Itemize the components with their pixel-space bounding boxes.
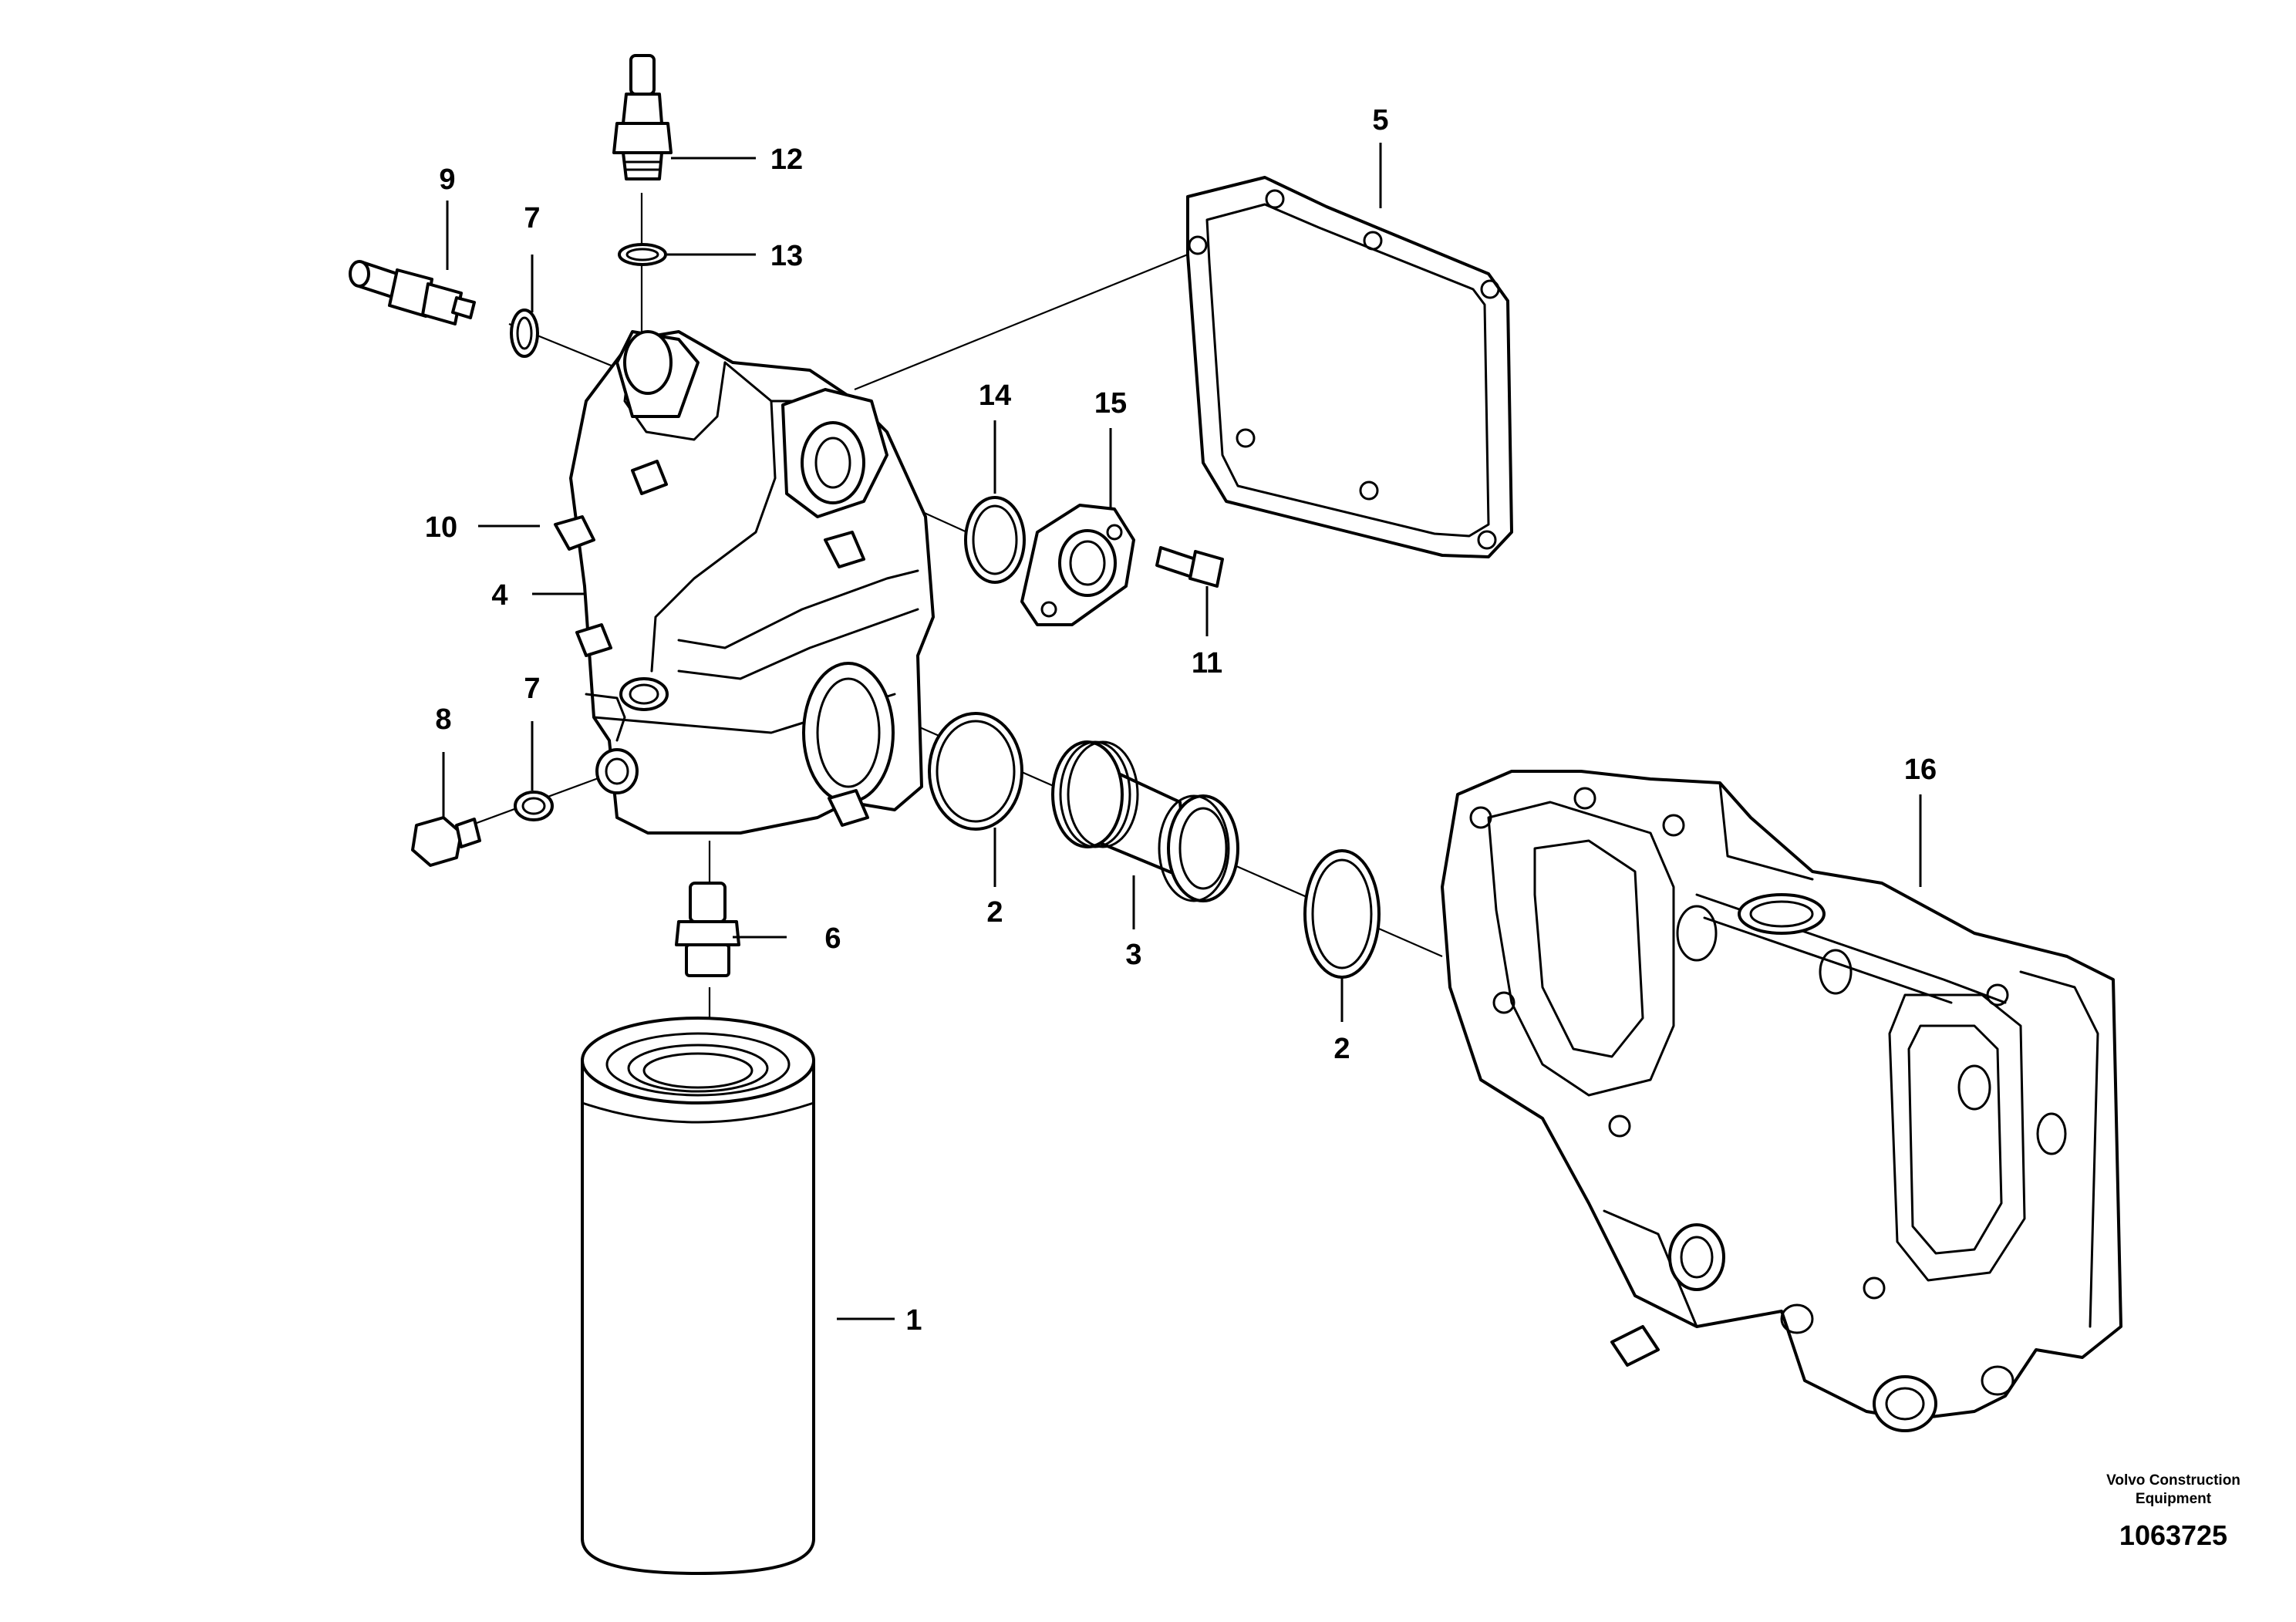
callout-labels: 1 2 2 3 4 5 6 7 7 8 9 10 11 12 13 14 15 … bbox=[425, 104, 1937, 1337]
bolt-part-11 bbox=[1155, 546, 1224, 588]
callout-15: 15 bbox=[1094, 387, 1127, 420]
seal-ring-part-13 bbox=[618, 243, 667, 266]
credit-line-2: Equipment bbox=[2136, 1491, 2212, 1507]
o-ring-part-2b bbox=[1303, 849, 1381, 979]
drawing-number: 1063725 bbox=[2119, 1519, 2227, 1551]
callout-13: 13 bbox=[770, 240, 803, 272]
callout-11: 11 bbox=[1192, 647, 1222, 679]
sensor-part-12 bbox=[612, 54, 673, 180]
filter-housing-part-4 bbox=[554, 330, 935, 835]
callout-2b: 2 bbox=[1333, 1033, 1350, 1065]
o-ring-part-2a bbox=[928, 712, 1023, 831]
flange-part-15 bbox=[1020, 504, 1135, 626]
callout-9: 9 bbox=[439, 164, 455, 196]
callout-8: 8 bbox=[435, 703, 451, 736]
callout-leaders bbox=[442, 143, 1922, 1320]
callout-7b: 7 bbox=[524, 673, 540, 705]
plug-part-8 bbox=[411, 816, 481, 867]
tube-part-3 bbox=[1051, 740, 1239, 902]
housing-bolt bbox=[554, 460, 869, 827]
callout-4: 4 bbox=[491, 579, 507, 612]
callout-12: 12 bbox=[770, 143, 803, 176]
callout-14: 14 bbox=[979, 379, 1011, 412]
callout-3: 3 bbox=[1125, 939, 1141, 971]
callout-6: 6 bbox=[824, 922, 841, 955]
callout-7a: 7 bbox=[524, 202, 540, 234]
gasket-part-5 bbox=[1186, 176, 1513, 558]
seal-ring-part-7a bbox=[510, 309, 539, 358]
seal-ring-part-14 bbox=[964, 496, 1026, 584]
callout-5: 5 bbox=[1372, 104, 1388, 137]
callout-16: 16 bbox=[1904, 754, 1937, 786]
callout-2a: 2 bbox=[986, 896, 1003, 929]
credit-line-1: Volvo Construction bbox=[2106, 1472, 2240, 1489]
callout-10: 10 bbox=[425, 511, 457, 544]
cooler-housing-part-16 bbox=[1441, 770, 2122, 1432]
callout-1: 1 bbox=[905, 1304, 922, 1337]
seal-ring-part-7b bbox=[514, 791, 554, 821]
nipple-part-6 bbox=[675, 882, 740, 977]
oil-filter-part-1 bbox=[581, 1017, 815, 1575]
sensor-part-9 bbox=[349, 260, 476, 325]
